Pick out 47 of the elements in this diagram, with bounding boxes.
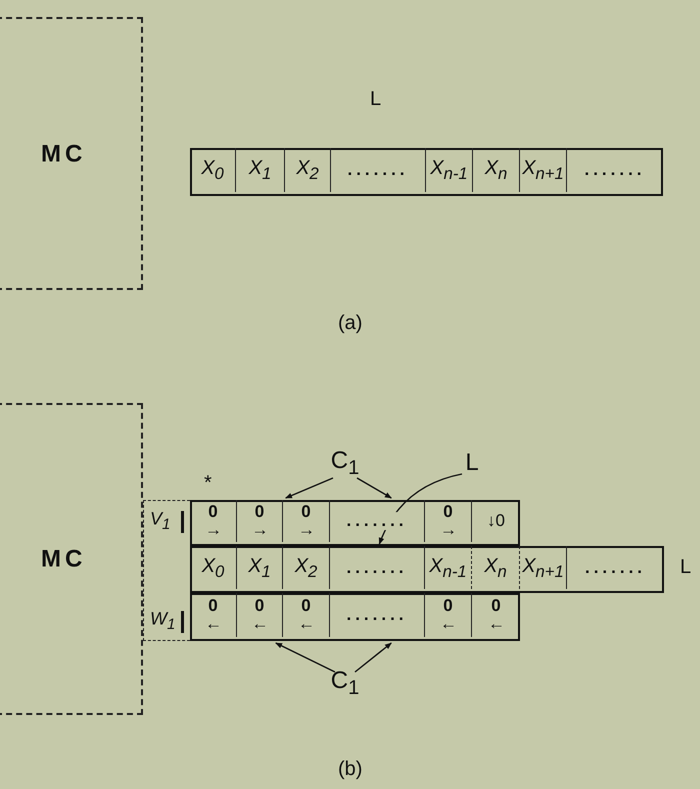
tape-band: [190, 546, 664, 593]
row-label: V$_{1}$: [150, 509, 170, 533]
cell-text: 0 →: [205, 503, 221, 539]
cell-text: X$_{n}$: [483, 555, 508, 580]
component-label: MC: [41, 140, 86, 166]
leader-arrow: [356, 477, 392, 499]
cell-text: X$_{0}$: [200, 158, 225, 182]
cell-text: 0 →: [440, 503, 456, 539]
cell-text: X$_{n+1}$: [521, 555, 565, 580]
callout-label: L: [464, 450, 480, 476]
cell-text: X$_{2}$: [295, 158, 320, 182]
marker: *: [204, 472, 212, 495]
leader-arrow: [275, 642, 336, 673]
row-label: W$_{1}$: [150, 609, 176, 633]
leader-arrow: [285, 477, 334, 499]
cell-text: 0 ←: [488, 597, 504, 633]
component-label: MC: [41, 546, 86, 572]
caption: (a): [338, 312, 362, 335]
tape-band: [190, 148, 663, 196]
cell-text: 0 →: [298, 503, 314, 539]
callout-label: C$_{1}$: [330, 668, 360, 699]
tape-band: [190, 500, 520, 546]
cell-text: 0 ←: [205, 597, 221, 633]
cell-text: 0 ←: [440, 597, 456, 633]
tape-label: L: [370, 88, 382, 111]
dashed-box: [143, 500, 190, 641]
tape-band: [190, 593, 520, 641]
cell-text: 0 ←: [298, 597, 314, 633]
cell-text: X$_{n}$: [484, 158, 508, 182]
dashed-box: [0, 403, 143, 715]
cell-text: X$_{1}$: [247, 555, 272, 580]
cell-text: X$_{n-1}$: [428, 555, 468, 580]
cell-text: 0 →: [252, 503, 268, 539]
cell-text: X$_{1}$: [248, 158, 272, 182]
leader-arrow: [354, 642, 392, 673]
cell-text: X$_{n+1}$: [521, 158, 565, 182]
tape-cell: [520, 546, 567, 589]
cell-text: X$_{0}$: [200, 555, 226, 580]
callout-label: C$_{1}$: [330, 448, 360, 479]
caption: (b): [338, 758, 362, 781]
cell-text: ↓0: [486, 512, 506, 530]
dashed-box: [0, 17, 143, 290]
cell-text: X$_{n-1}$: [429, 158, 469, 182]
cell-text: X$_{2}$: [294, 555, 318, 580]
tape-cell: [520, 148, 567, 192]
cell-text: 0 ←: [252, 597, 268, 633]
tape-label: L: [680, 556, 692, 579]
